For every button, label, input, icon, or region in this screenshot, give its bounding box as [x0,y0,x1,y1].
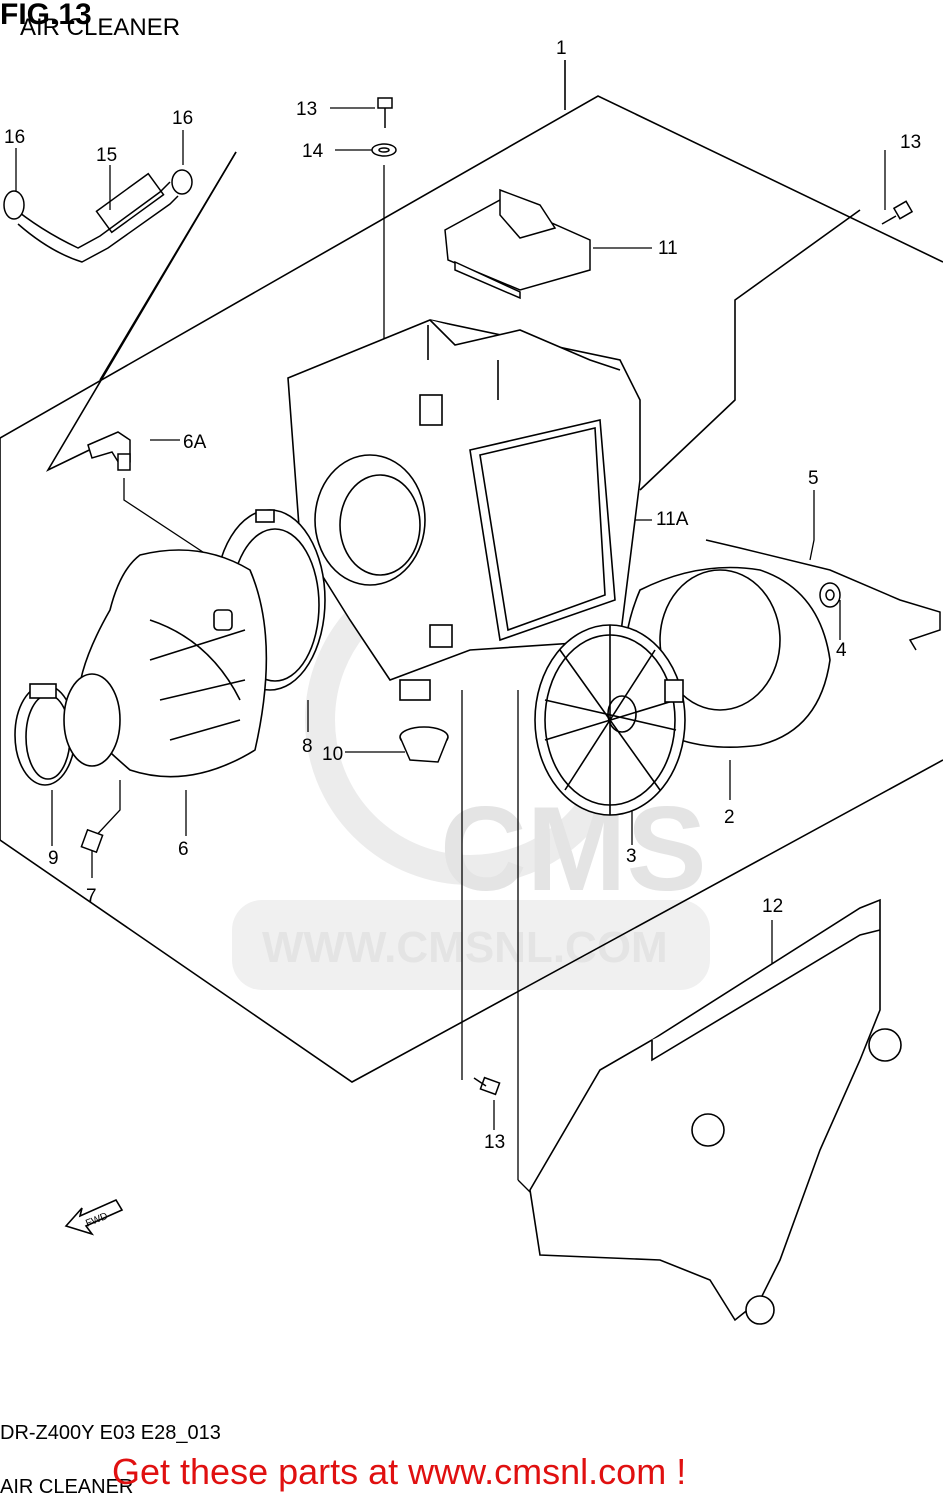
callout-labels: 1 2 3 4 5 6 6A 7 8 9 10 11 11A 12 13 13 … [4,38,921,1153]
part-6-intake-tube [77,549,268,778]
part-4-grommet [819,582,841,608]
callout-11a: 11A [656,509,689,530]
part-10-boot [399,726,449,763]
callout-3: 3 [626,846,637,867]
callout-2: 2 [724,807,735,828]
callout-11: 11 [658,238,678,259]
callout-16-right: 16 [172,108,193,129]
callout-9: 9 [48,848,59,869]
callout-6: 6 [178,839,189,860]
figure-number: FIG.13 [0,0,92,31]
callout-14: 14 [302,141,324,162]
part-7-plug [80,828,104,854]
part-1-case [287,319,641,701]
watermark-brand: CMS [440,782,707,916]
figure-title: AIR CLEANER [20,14,181,41]
callout-15: 15 [96,145,117,166]
watermark: CMS WWW.CMSNL.COM [232,555,710,990]
section-name: AIR CLEANER [0,1476,134,1498]
callout-6a: 6A [183,432,207,453]
part-11-cap [444,188,591,300]
promo-link[interactable]: Get these parts at www.cmsnl.com ! [112,1451,687,1492]
callout-13-top: 13 [296,99,317,120]
watermark-url: WWW.CMSNL.COM [262,923,668,972]
callout-5: 5 [808,468,819,489]
callout-13-right: 13 [900,132,921,153]
callout-13-bottom: 13 [484,1132,505,1153]
bolts-13-14 [371,97,914,1096]
part-15-hose [9,172,179,263]
model-code: DR-Z400Y E03 E28_013 [0,1422,221,1444]
callout-8: 8 [302,736,313,757]
part-6a-fitting [87,431,131,471]
part-3-cage [534,624,686,816]
part-12-cover [529,898,902,1325]
callout-12: 12 [762,896,783,917]
callout-7: 7 [86,886,97,907]
callout-4: 4 [836,640,847,661]
part-5-clip [705,539,941,651]
part-9-band [14,673,121,786]
fwd-arrow-icon: FWD [64,1198,124,1236]
callout-16-left: 16 [4,127,25,148]
callout-1: 1 [556,38,567,59]
assembly-outline [0,60,943,1083]
part-16-clamps [3,169,193,220]
callout-10: 10 [322,744,343,765]
